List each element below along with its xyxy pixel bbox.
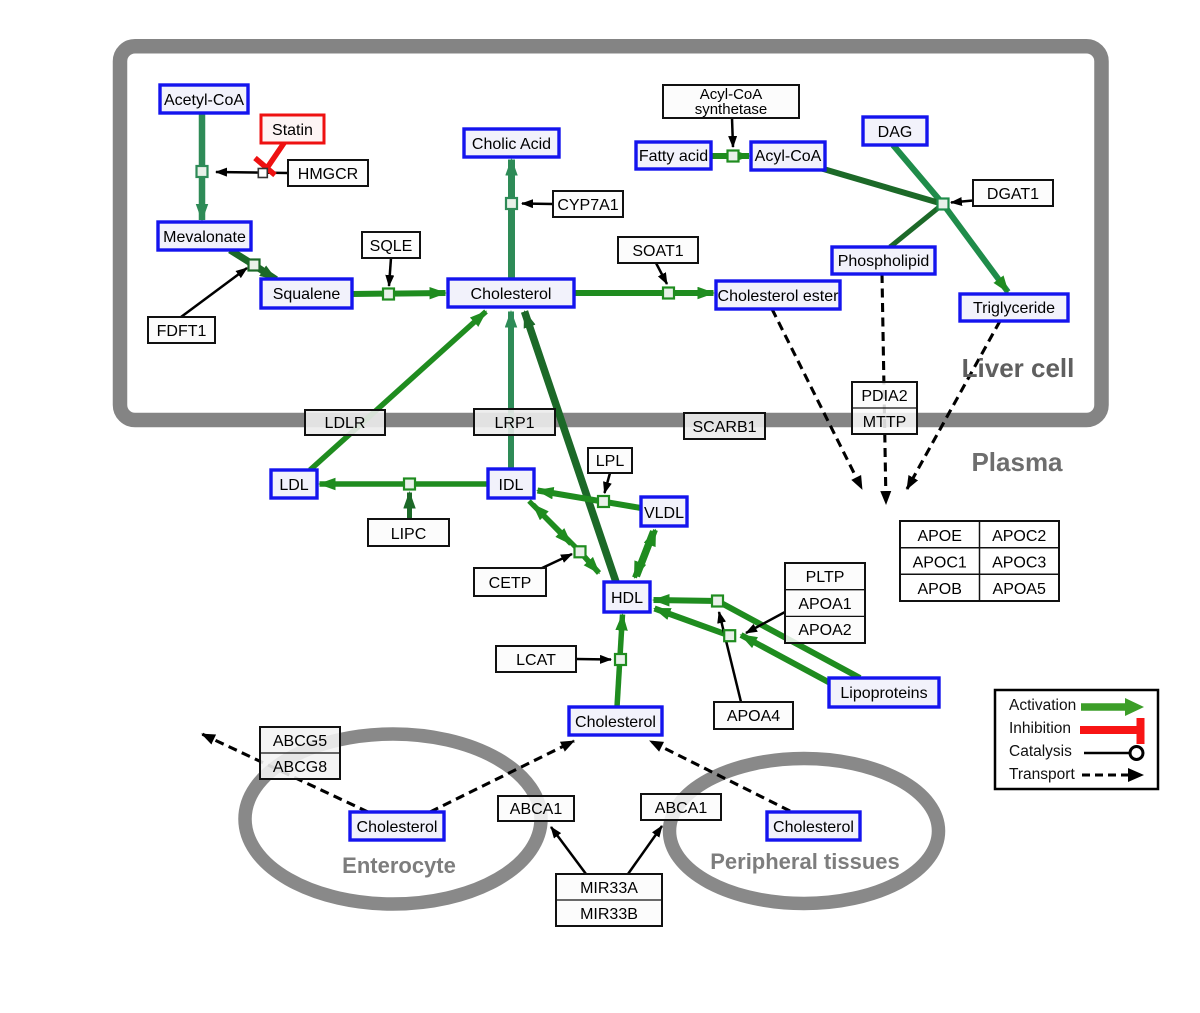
svg-text:Mevalonate: Mevalonate xyxy=(163,229,246,246)
svg-text:HDL: HDL xyxy=(611,590,643,607)
svg-text:synthetase: synthetase xyxy=(695,101,768,118)
svg-text:APOC3: APOC3 xyxy=(992,555,1046,572)
svg-text:SQLE: SQLE xyxy=(370,238,413,255)
svg-text:MTTP: MTTP xyxy=(863,414,907,431)
svg-text:IDL: IDL xyxy=(499,477,524,494)
svg-text:Enterocyte: Enterocyte xyxy=(342,853,456,878)
svg-text:ABCA1: ABCA1 xyxy=(655,800,708,817)
svg-text:Statin: Statin xyxy=(272,122,313,139)
svg-text:CYP7A1: CYP7A1 xyxy=(557,197,618,214)
svg-text:Lipoproteins: Lipoproteins xyxy=(840,685,927,702)
svg-text:Phospholipid: Phospholipid xyxy=(838,253,930,270)
svg-text:Transport: Transport xyxy=(1009,766,1075,783)
svg-text:LRP1: LRP1 xyxy=(494,415,534,432)
svg-text:APOA2: APOA2 xyxy=(798,622,851,639)
svg-text:APOB: APOB xyxy=(917,581,961,598)
svg-text:APOE: APOE xyxy=(917,528,961,545)
svg-text:LPL: LPL xyxy=(596,453,625,470)
svg-text:Acyl-CoA: Acyl-CoA xyxy=(755,148,822,165)
svg-text:Cholesterol ester: Cholesterol ester xyxy=(718,288,840,305)
svg-text:Activation: Activation xyxy=(1009,697,1076,714)
svg-text:APOC2: APOC2 xyxy=(992,528,1046,545)
svg-text:LDL: LDL xyxy=(279,477,308,494)
svg-text:Peripheral tissues: Peripheral tissues xyxy=(710,849,900,874)
svg-text:ABCG8: ABCG8 xyxy=(273,759,327,776)
svg-text:LDLR: LDLR xyxy=(325,415,366,432)
svg-text:MIR33A: MIR33A xyxy=(580,880,638,897)
svg-text:ABCG5: ABCG5 xyxy=(273,733,327,750)
svg-text:MIR33B: MIR33B xyxy=(580,906,638,923)
svg-text:Plasma: Plasma xyxy=(971,447,1063,477)
svg-text:APOA1: APOA1 xyxy=(798,596,851,613)
svg-text:Cholesterol: Cholesterol xyxy=(575,714,656,731)
svg-text:Acetyl-CoA: Acetyl-CoA xyxy=(164,92,244,109)
svg-text:PLTP: PLTP xyxy=(806,569,845,586)
svg-text:SCARB1: SCARB1 xyxy=(692,419,756,436)
svg-text:Catalysis: Catalysis xyxy=(1009,743,1072,760)
svg-text:SOAT1: SOAT1 xyxy=(632,243,683,260)
svg-text:Acyl-CoA: Acyl-CoA xyxy=(700,86,763,103)
svg-text:Cholesterol: Cholesterol xyxy=(357,819,438,836)
svg-text:HMGCR: HMGCR xyxy=(298,166,358,183)
svg-text:Liver cell: Liver cell xyxy=(962,353,1075,383)
svg-text:CETP: CETP xyxy=(489,575,532,592)
svg-text:APOA5: APOA5 xyxy=(993,581,1046,598)
svg-text:Fatty acid: Fatty acid xyxy=(639,148,708,165)
svg-text:Squalene: Squalene xyxy=(273,286,341,303)
svg-text:APOA4: APOA4 xyxy=(727,708,780,725)
svg-text:PDIA2: PDIA2 xyxy=(861,388,907,405)
svg-text:DGAT1: DGAT1 xyxy=(987,186,1039,203)
svg-text:FDFT1: FDFT1 xyxy=(157,323,207,340)
svg-text:Inhibition: Inhibition xyxy=(1009,720,1071,737)
svg-text:LCAT: LCAT xyxy=(516,652,556,669)
svg-text:Triglyceride: Triglyceride xyxy=(973,300,1055,317)
svg-text:LIPC: LIPC xyxy=(391,526,427,543)
svg-text:DAG: DAG xyxy=(878,124,913,141)
svg-text:Cholic Acid: Cholic Acid xyxy=(472,136,551,153)
svg-text:APOC1: APOC1 xyxy=(913,555,967,572)
svg-text:Cholesterol: Cholesterol xyxy=(773,819,854,836)
svg-text:VLDL: VLDL xyxy=(644,505,684,522)
svg-text:Cholesterol: Cholesterol xyxy=(471,286,552,303)
svg-text:ABCA1: ABCA1 xyxy=(510,801,563,818)
